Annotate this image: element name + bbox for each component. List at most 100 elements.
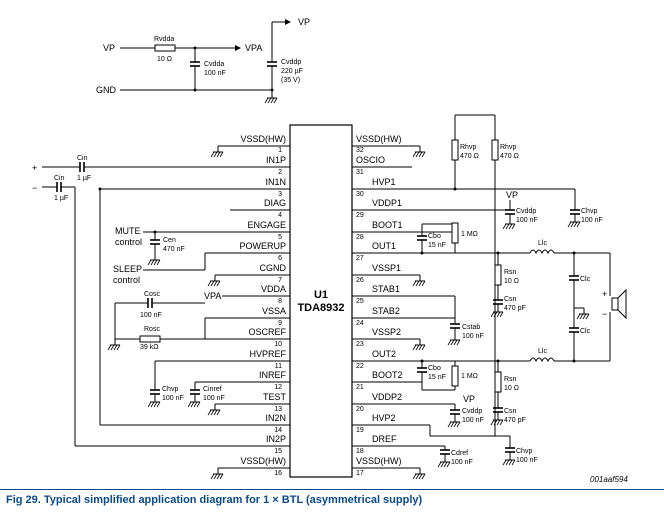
chvp2-name: Chvp	[516, 448, 532, 455]
rhvp2-value: 470 Ω	[500, 153, 519, 160]
vpa-label: VPA	[245, 43, 262, 53]
application-diagram: VP VP VPA GND Rvdda 10 Ω Cvdda 100 nF Cv…	[32, 17, 628, 484]
rsn1-name: Rsn	[504, 269, 517, 276]
pin-4-num: 4	[278, 212, 282, 219]
cbo1-name: Cbo	[428, 233, 441, 240]
cvddp2-value: 100 nF	[462, 417, 484, 424]
pin-32-num: 32	[356, 147, 364, 154]
pin-17-name: VSSD(HW)	[356, 456, 402, 466]
left-wiring	[42, 145, 230, 480]
pin-15-num: 15	[274, 448, 282, 455]
llc1-label: Llc	[538, 240, 547, 247]
input-minus-label: −	[32, 183, 37, 193]
chvp-left-name: Chvp	[162, 386, 178, 393]
pin-21-num: 21	[356, 384, 364, 391]
cbo2-name: Cbo	[428, 365, 441, 372]
rhvp1-value: 470 Ω	[460, 153, 479, 160]
cvdda-value: 100 nF	[204, 70, 226, 77]
pin-22-num: 22	[356, 363, 364, 370]
rvdda-name: Rvdda	[154, 36, 174, 43]
pin-8-name: VDDA	[261, 284, 286, 294]
pin-5-num: 5	[278, 234, 282, 241]
pin-19-num: 19	[356, 427, 364, 434]
pin-1-name: VSSD(HW)	[241, 134, 287, 144]
pin-29-name: VDDP1	[372, 198, 402, 208]
chvp1-name: Chvp	[581, 208, 597, 215]
pin-28-name: BOOT1	[372, 220, 403, 230]
pin-25-name: STAB1	[372, 284, 400, 294]
vp-right-1: VP	[506, 190, 518, 200]
pin-2-num: 2	[278, 169, 282, 176]
cinref-name: Cinref	[203, 386, 222, 393]
csn2-name: Csn	[504, 408, 517, 415]
figure-code: 001aaf594	[590, 475, 628, 484]
pin-30-num: 30	[356, 191, 364, 198]
pin-29-num: 29	[356, 212, 364, 219]
pin-17-num: 17	[356, 470, 364, 477]
pin-15-name: IN2P	[266, 434, 286, 444]
pin-10-name: OSCREF	[248, 327, 286, 337]
cosc-name: Cosc	[144, 291, 160, 298]
chvp2-value: 100 nF	[516, 457, 538, 464]
rosc-value: 39 kΩ	[140, 344, 158, 351]
gnd-label: GND	[96, 85, 117, 95]
rvdda-resistor	[154, 44, 176, 52]
pin-24-num: 24	[356, 320, 364, 327]
cin2-value: 1 µF	[54, 195, 68, 202]
pin-16-num: 16	[274, 470, 282, 477]
rhvp2-name: Rhvp	[500, 144, 516, 151]
pin-18-name: DREF	[372, 434, 397, 444]
cstab-value: 100 nF	[462, 333, 484, 340]
figure-caption: Fig 29. Typical simplified application d…	[6, 494, 423, 506]
pin-10-num: 10	[274, 341, 282, 348]
sleep-control-label: control	[113, 275, 140, 285]
pin-3-name: IN1N	[265, 177, 286, 187]
rsn1-value: 10 Ω	[504, 278, 519, 285]
rosc-name: Rosc	[144, 326, 160, 333]
pin-11-name: HVPREF	[249, 349, 286, 359]
r1m1-value: 1 MΩ	[461, 231, 478, 238]
pin-7-num: 7	[278, 277, 282, 284]
mute-control-label: control	[115, 237, 142, 247]
pin-26-num: 26	[356, 277, 364, 284]
pin-12-num: 12	[274, 384, 282, 391]
chvp-left-value: 100 nF	[162, 395, 184, 402]
pin-2-name: IN1P	[266, 155, 286, 165]
clc2-label: Clc	[580, 328, 591, 335]
pin-30-name: HVP1	[372, 177, 396, 187]
vp-output-label: VP	[298, 17, 310, 27]
cdref-name: Cdref	[451, 450, 468, 457]
cen-name: Cen	[163, 237, 176, 244]
speaker-minus-label: −	[602, 309, 607, 319]
cen-value: 470 nF	[163, 246, 185, 253]
csn2-value: 470 pF	[504, 417, 526, 424]
pin-32-name: VSSD(HW)	[356, 134, 402, 144]
pin-13-num: 13	[274, 406, 282, 413]
pin-7-name: CGND	[260, 263, 287, 273]
pin-1-num: 1	[278, 147, 282, 154]
pin-22-name: OUT2	[372, 349, 396, 359]
vp-right-2: VP	[463, 394, 475, 404]
cinref-value: 100 nF	[203, 395, 225, 402]
pin-21-name: BOOT2	[372, 370, 403, 380]
pin-11-num: 11	[275, 363, 282, 370]
pin-9-name: VSSA	[262, 306, 286, 316]
r1m2-value: 1 MΩ	[461, 373, 478, 380]
cvddp-rating: (35 V)	[281, 77, 300, 84]
cosc-value: 100 nF	[140, 312, 162, 319]
cin1-name: Cin	[77, 155, 88, 162]
cvddp2-name: Cvddp	[462, 408, 482, 415]
cin2-name: Cin	[54, 175, 65, 182]
pin-23-name: VSSP2	[372, 327, 401, 337]
pin-19-name: HVP2	[372, 413, 396, 423]
chip-part: TDA8932	[297, 302, 344, 314]
mute-label: MUTE	[115, 226, 141, 236]
rsn2-name: Rsn	[504, 376, 517, 383]
cvddp-capacitor	[266, 61, 278, 67]
pin-6-num: 6	[278, 255, 282, 262]
ic-body	[289, 124, 353, 478]
pin-20-name: VDDP2	[372, 392, 402, 402]
cbo2-value: 15 nF	[428, 374, 446, 381]
